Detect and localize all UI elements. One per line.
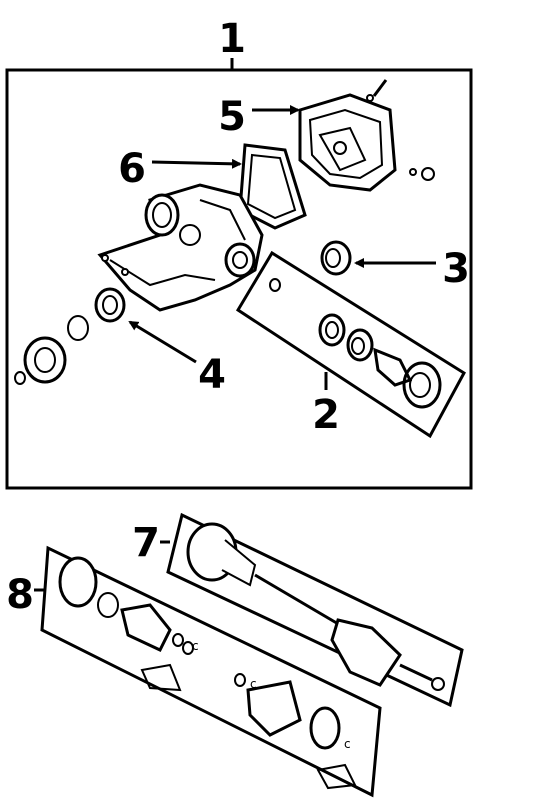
pinion-flange-parts [14, 287, 126, 385]
callout-5: 5 [218, 94, 246, 140]
callout-6: 6 [118, 146, 146, 192]
callout-3: 3 [442, 246, 470, 292]
rear-cover [298, 79, 435, 192]
axle-shaft-panel-7 [166, 512, 464, 708]
clip-label-3: c [344, 737, 351, 751]
arrow-4 [128, 320, 197, 364]
callout-2: 2 [312, 392, 340, 438]
kit-panel-2 [235, 250, 466, 439]
clip-label-1: c [192, 639, 199, 653]
differential-assembly-box [5, 58, 473, 490]
callout-1: 1 [218, 16, 246, 62]
callout-8: 8 [6, 572, 34, 618]
callout-4: 4 [198, 352, 226, 398]
clip-label-2: c [250, 677, 257, 691]
cv-boot-kit-panel-8 [40, 545, 382, 798]
seal-3 [320, 240, 352, 276]
arrow-6 [151, 158, 242, 169]
differential-housing [97, 183, 264, 312]
callout-7: 7 [132, 520, 160, 566]
